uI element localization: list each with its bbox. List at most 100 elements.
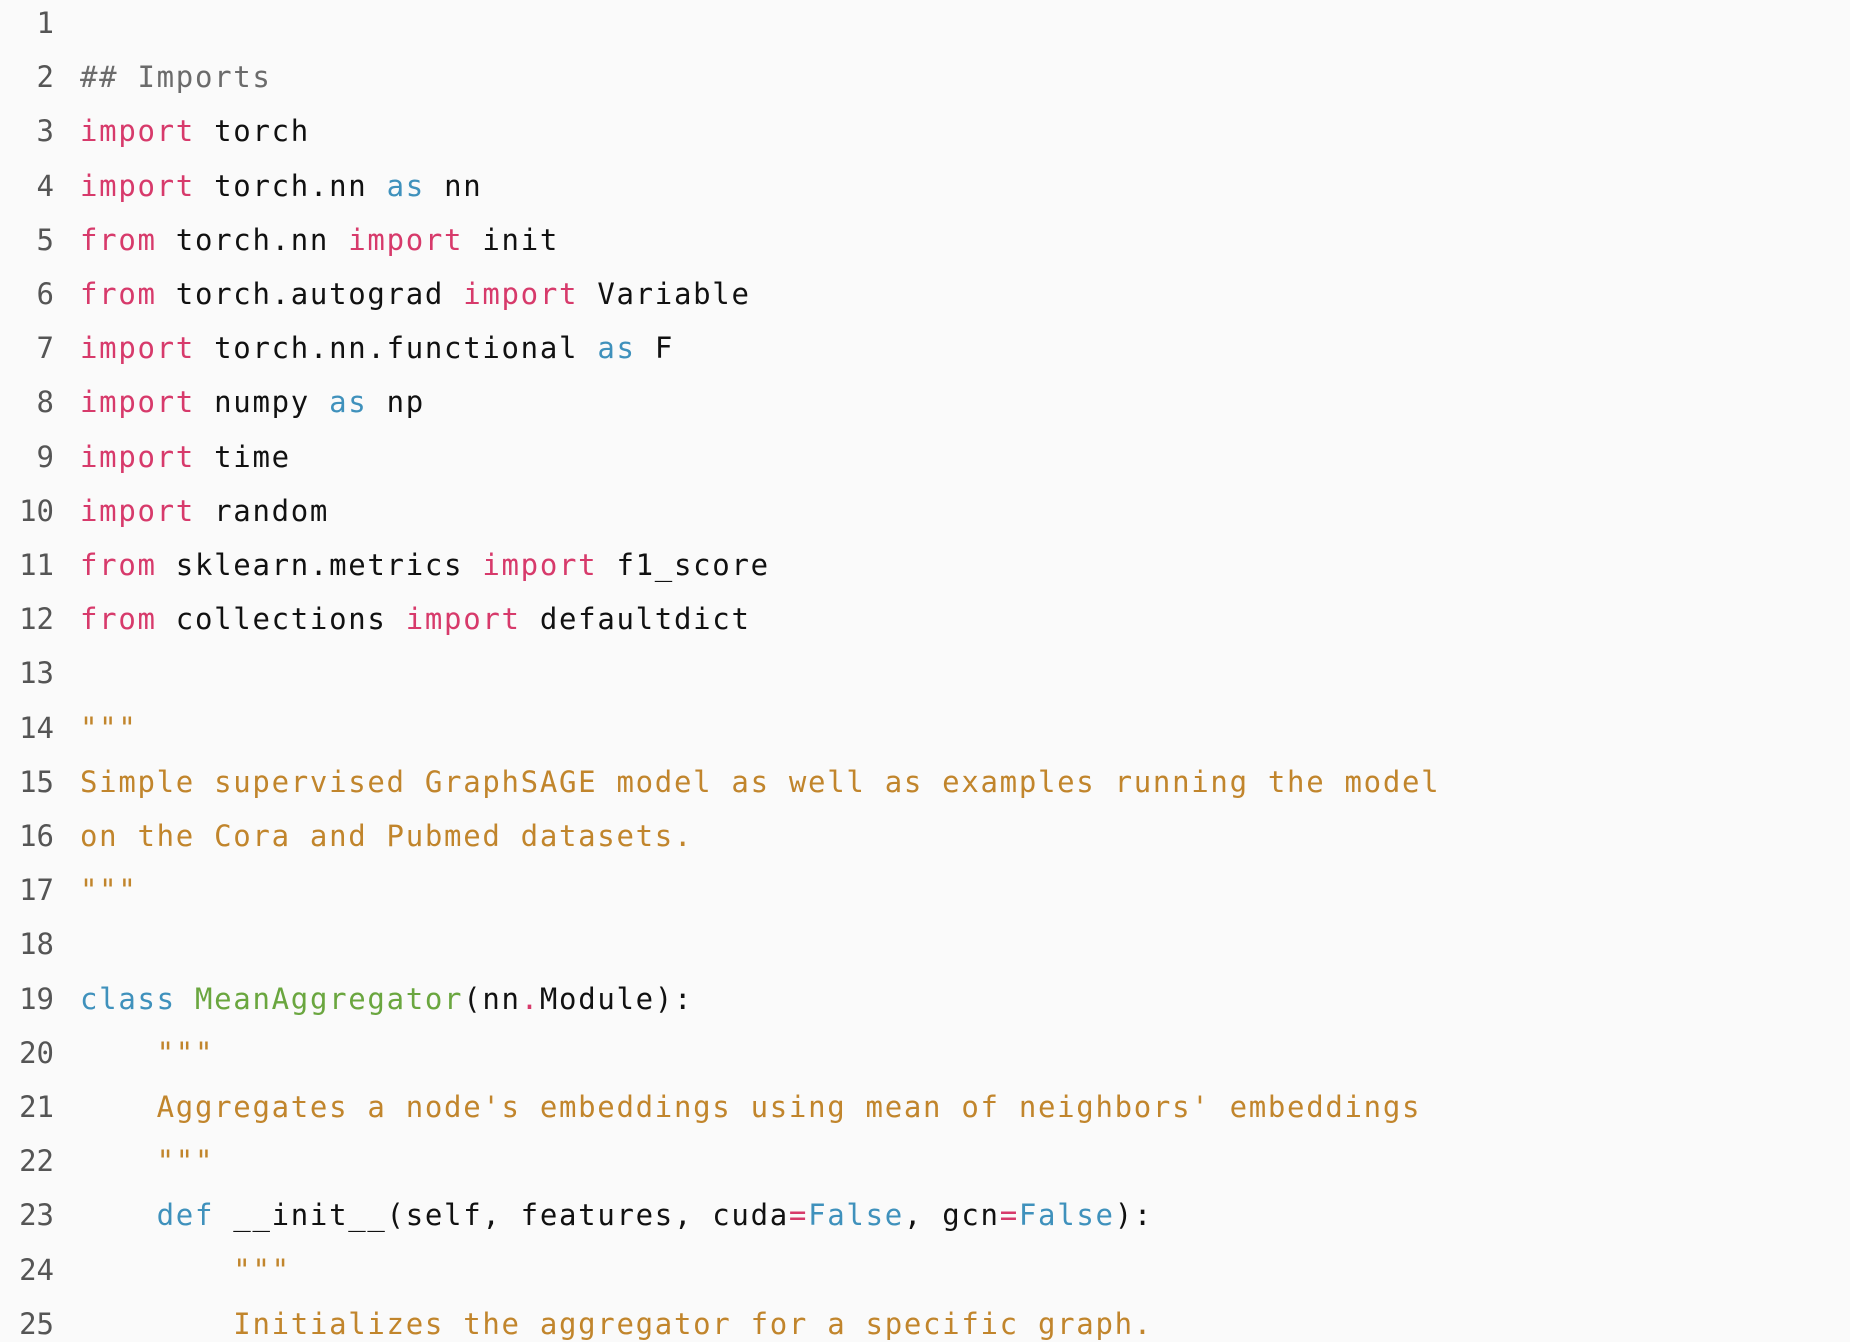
code-token: torch.nn — [194, 168, 387, 203]
code-token: random — [194, 493, 330, 528]
line-code: import torch.nn as nn — [54, 169, 482, 203]
line-code: from torch.nn import init — [54, 223, 559, 257]
code-token: numpy — [194, 385, 330, 420]
code-token: = — [999, 1198, 1019, 1233]
code-token: Variable — [578, 277, 751, 311]
code-token: import — [80, 168, 195, 203]
code-token: from — [80, 602, 157, 637]
code-line[interactable]: 22 """ — [0, 1134, 1850, 1188]
code-token: , gcn — [903, 1198, 1000, 1233]
line-number: 12 — [19, 602, 54, 637]
code-token: torch — [194, 114, 310, 149]
code-token: import — [405, 602, 521, 637]
code-token: import — [463, 277, 579, 311]
code-token: init — [463, 222, 560, 257]
line-number: 10 — [19, 493, 54, 528]
line-number: 2 — [36, 60, 54, 95]
code-line[interactable]: 20 """ — [0, 1026, 1850, 1080]
code-token — [80, 1090, 157, 1124]
code-token: import — [80, 439, 195, 474]
code-line[interactable]: 14 """ — [0, 701, 1850, 755]
code-token: False — [808, 1198, 904, 1233]
code-token: Aggregates a node's embeddings using mea… — [156, 1090, 1422, 1124]
line-number: 19 — [19, 981, 54, 1016]
code-line[interactable]: 24 """ — [0, 1243, 1850, 1297]
line-code: """ — [54, 1253, 291, 1287]
code-token: sklearn.metrics — [156, 548, 483, 582]
line-number: 1 — [36, 6, 54, 40]
line-number: 15 — [19, 764, 54, 799]
code-token: Module): — [539, 981, 694, 1016]
line-code: """ — [54, 711, 137, 745]
code-token: F — [635, 331, 674, 366]
code-token — [80, 1253, 233, 1287]
line-number: 11 — [19, 548, 54, 582]
line-number: 21 — [19, 1090, 54, 1124]
code-token: class — [80, 981, 176, 1016]
code-line[interactable]: 2 ## Imports — [0, 50, 1850, 104]
line-number: 22 — [19, 1144, 54, 1179]
code-token: from — [80, 222, 157, 257]
code-token: """ — [233, 1252, 291, 1287]
line-code: import random — [54, 494, 329, 528]
line-code: from torch.autograd import Variable — [54, 277, 751, 311]
code-token: time — [194, 439, 291, 474]
line-number: 14 — [19, 710, 54, 745]
code-line[interactable]: 21 Aggregates a node's embeddings using … — [0, 1080, 1850, 1134]
code-token: """ — [80, 710, 138, 745]
code-line[interactable]: 23 def __init__(self, features, cuda=Fal… — [0, 1188, 1850, 1242]
code-token: False — [1018, 1198, 1115, 1233]
line-number: 5 — [36, 222, 54, 257]
code-token: torch.nn.functional — [194, 331, 598, 366]
code-token: import — [80, 385, 195, 420]
line-code: import torch — [54, 114, 310, 148]
code-token: ): — [1114, 1198, 1154, 1233]
code-token: defaultdict — [520, 602, 751, 637]
code-line[interactable]: 17""" — [0, 863, 1850, 917]
code-token: as — [386, 168, 425, 203]
code-token: ## Imports — [80, 60, 272, 95]
code-line[interactable]: 18 — [0, 917, 1850, 971]
line-code: Initializes the aggregator for a specifi… — [54, 1307, 1153, 1341]
code-token: import — [80, 331, 195, 366]
line-code: from sklearn.metrics import f1_score — [54, 548, 770, 582]
line-number: 13 — [19, 656, 54, 691]
code-token: import — [80, 114, 195, 149]
code-token: """ — [156, 1144, 215, 1179]
code-token — [80, 1036, 157, 1070]
code-token: """ — [156, 1035, 215, 1070]
code-token: torch.autograd — [156, 277, 464, 311]
code-token: (nn — [463, 981, 521, 1016]
code-token: MeanAggregator — [194, 981, 464, 1016]
code-line[interactable]: 25 Initializes the aggregator for a spec… — [0, 1297, 1850, 1342]
line-number: 24 — [19, 1252, 54, 1287]
code-token: Simple supervised GraphSAGE model as wel… — [80, 764, 1441, 799]
code-line[interactable]: 15 Simple supervised GraphSAGE model as w… — [0, 755, 1850, 809]
line-number: 3 — [36, 114, 54, 149]
code-token: import — [348, 222, 464, 257]
line-code: def __init__(self, features, cuda=False,… — [54, 1198, 1153, 1232]
code-token: torch.nn — [156, 222, 349, 257]
code-token: as — [597, 331, 636, 366]
line-code: Simple supervised GraphSAGE model as wel… — [54, 765, 1440, 799]
code-token: np — [367, 385, 425, 420]
line-code: ## Imports — [54, 60, 272, 94]
code-line[interactable]: 13 — [0, 646, 1850, 700]
code-line[interactable]: 1 — [0, 0, 1850, 50]
line-number: 20 — [19, 1035, 54, 1070]
line-number: 17 — [19, 873, 54, 908]
line-code: import torch.nn.functional as F — [54, 331, 674, 365]
